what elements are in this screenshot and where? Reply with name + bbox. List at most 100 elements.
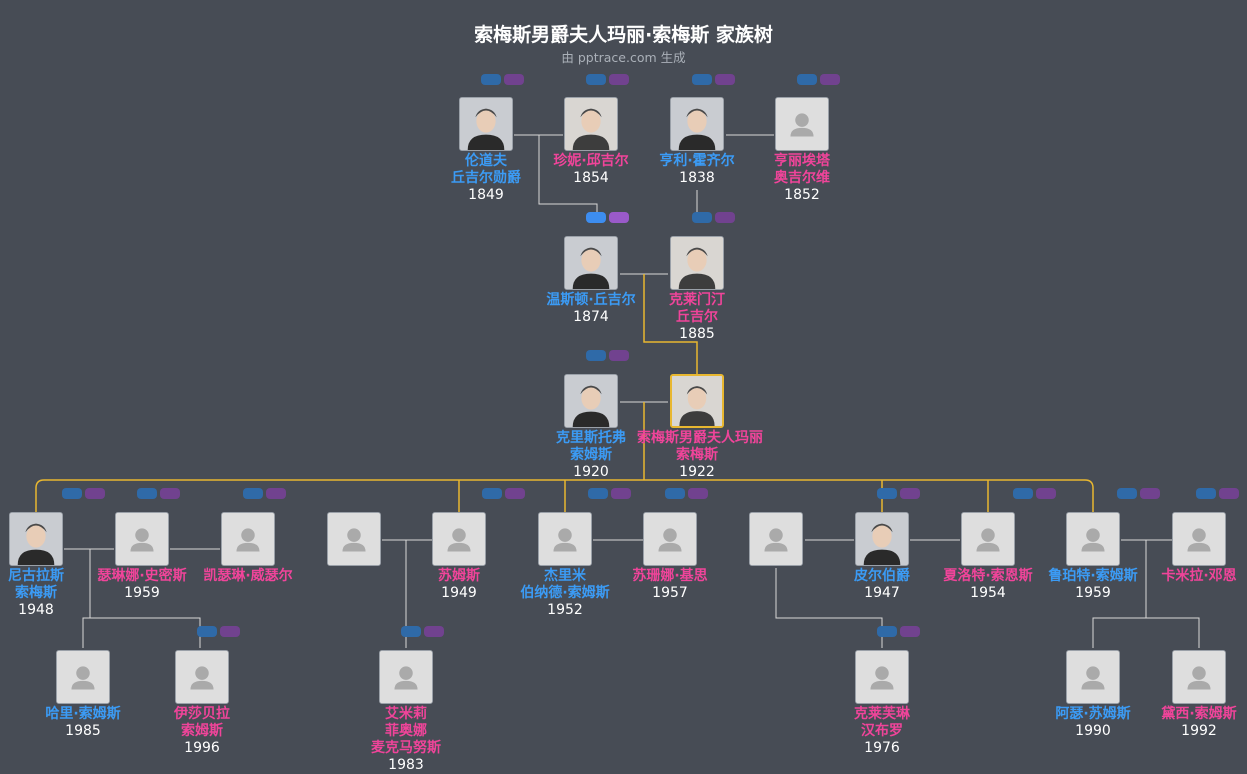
person-name: 哈里·索姆斯 — [45, 706, 121, 722]
expand-children-toggle[interactable] — [715, 212, 735, 223]
avatar-placeholder-icon-arthur[interactable] — [1066, 650, 1120, 704]
avatar-pierre[interactable] — [855, 512, 909, 566]
expand-children-toggle[interactable] — [1219, 488, 1239, 499]
avatar-christopher[interactable] — [564, 374, 618, 428]
avatar-placeholder-icon-charlotte[interactable] — [961, 512, 1015, 566]
expand-parents-toggle[interactable] — [62, 488, 82, 499]
expand-parents-toggle[interactable] — [588, 488, 608, 499]
person-name: 皮尔伯爵 — [854, 568, 910, 584]
avatar-placeholder-icon-rupert[interactable] — [1066, 512, 1120, 566]
expand-parents-toggle[interactable] — [586, 350, 606, 361]
expand-children-toggle[interactable] — [266, 488, 286, 499]
expand-children-toggle[interactable] — [611, 488, 631, 499]
expand-parents-toggle[interactable] — [692, 74, 712, 85]
expand-children-toggle[interactable] — [424, 626, 444, 637]
expand-parents-toggle[interactable] — [586, 212, 606, 223]
expand-parents-toggle[interactable] — [877, 488, 897, 499]
person-label-camilla[interactable]: 卡米拉·邓恩 — [1139, 568, 1247, 585]
expand-parents-toggle[interactable] — [137, 488, 157, 499]
expand-parents-toggle[interactable] — [482, 488, 502, 499]
expand-children-toggle[interactable] — [900, 488, 920, 499]
expand-children-toggle[interactable] — [609, 350, 629, 361]
avatar-clementine[interactable] — [670, 236, 724, 290]
expand-children-toggle[interactable] — [85, 488, 105, 499]
expand-children-toggle[interactable] — [504, 74, 524, 85]
avatar-placeholder-icon-emma[interactable] — [432, 512, 486, 566]
expand-parents-toggle[interactable] — [481, 74, 501, 85]
expand-parents-toggle[interactable] — [1013, 488, 1033, 499]
avatar-placeholder-icon-spouse_pierre[interactable] — [749, 512, 803, 566]
expand-parents-toggle[interactable] — [1196, 488, 1216, 499]
expand-children-toggle[interactable] — [688, 488, 708, 499]
birth-year: 1976 — [864, 740, 900, 756]
expand-parents-toggle[interactable] — [1117, 488, 1137, 499]
avatar-placeholder-icon-henrietta[interactable] — [775, 97, 829, 151]
expand-children-toggle[interactable] — [505, 488, 525, 499]
expand-children-toggle[interactable] — [1036, 488, 1056, 499]
expand-parents-toggle[interactable] — [877, 626, 897, 637]
avatar-placeholder-icon-catherine[interactable] — [221, 512, 275, 566]
avatar-winston[interactable] — [564, 236, 618, 290]
expand-children-toggle[interactable] — [900, 626, 920, 637]
expand-children-toggle[interactable] — [609, 212, 629, 223]
avatar-nicholas[interactable] — [9, 512, 63, 566]
avatar-placeholder-icon-camilla[interactable] — [1172, 512, 1226, 566]
expand-parents-toggle[interactable] — [692, 212, 712, 223]
person-name: 丘吉尔 — [676, 309, 718, 325]
avatar-jennie[interactable] — [564, 97, 618, 151]
expand-children-toggle[interactable] — [1140, 488, 1160, 499]
expand-parents-toggle[interactable] — [197, 626, 217, 637]
birth-year: 1920 — [573, 464, 609, 480]
person-name: 苏姆斯 — [438, 568, 480, 584]
avatar-mary[interactable] — [670, 374, 724, 428]
avatar-placeholder-icon-isabella[interactable] — [175, 650, 229, 704]
person-name: 伊莎贝拉 — [174, 706, 230, 722]
avatar-placeholder-icon-jeremy[interactable] — [538, 512, 592, 566]
expand-parents-toggle[interactable] — [665, 488, 685, 499]
avatar-placeholder-icon-daisy[interactable] — [1172, 650, 1226, 704]
birth-year: 1996 — [184, 740, 220, 756]
avatar-placeholder-icon-clarinda[interactable] — [855, 650, 909, 704]
avatar-placeholder-icon-harry[interactable] — [56, 650, 110, 704]
expand-children-toggle[interactable] — [220, 626, 240, 637]
person-name: 索梅斯 — [676, 447, 718, 463]
avatar-placeholder-icon-serena[interactable] — [115, 512, 169, 566]
expand-children-toggle[interactable] — [609, 74, 629, 85]
expand-parents-toggle[interactable] — [401, 626, 421, 637]
expand-parents-toggle[interactable] — [586, 74, 606, 85]
avatar-placeholder-icon-susanna[interactable] — [643, 512, 697, 566]
avatar-henry_hozier[interactable] — [670, 97, 724, 151]
expand-children-toggle[interactable] — [715, 74, 735, 85]
avatar-placeholder-icon-emily[interactable] — [379, 650, 433, 704]
expand-children-toggle[interactable] — [160, 488, 180, 499]
person-label-catherine[interactable]: 凯瑟琳·威瑟尔 — [188, 568, 308, 585]
expand-parents-toggle[interactable] — [797, 74, 817, 85]
expand-parents-toggle[interactable] — [243, 488, 263, 499]
avatar-lord_randolph[interactable] — [459, 97, 513, 151]
avatar-placeholder-icon-spouse_emma[interactable] — [327, 512, 381, 566]
expand-children-toggle[interactable] — [820, 74, 840, 85]
